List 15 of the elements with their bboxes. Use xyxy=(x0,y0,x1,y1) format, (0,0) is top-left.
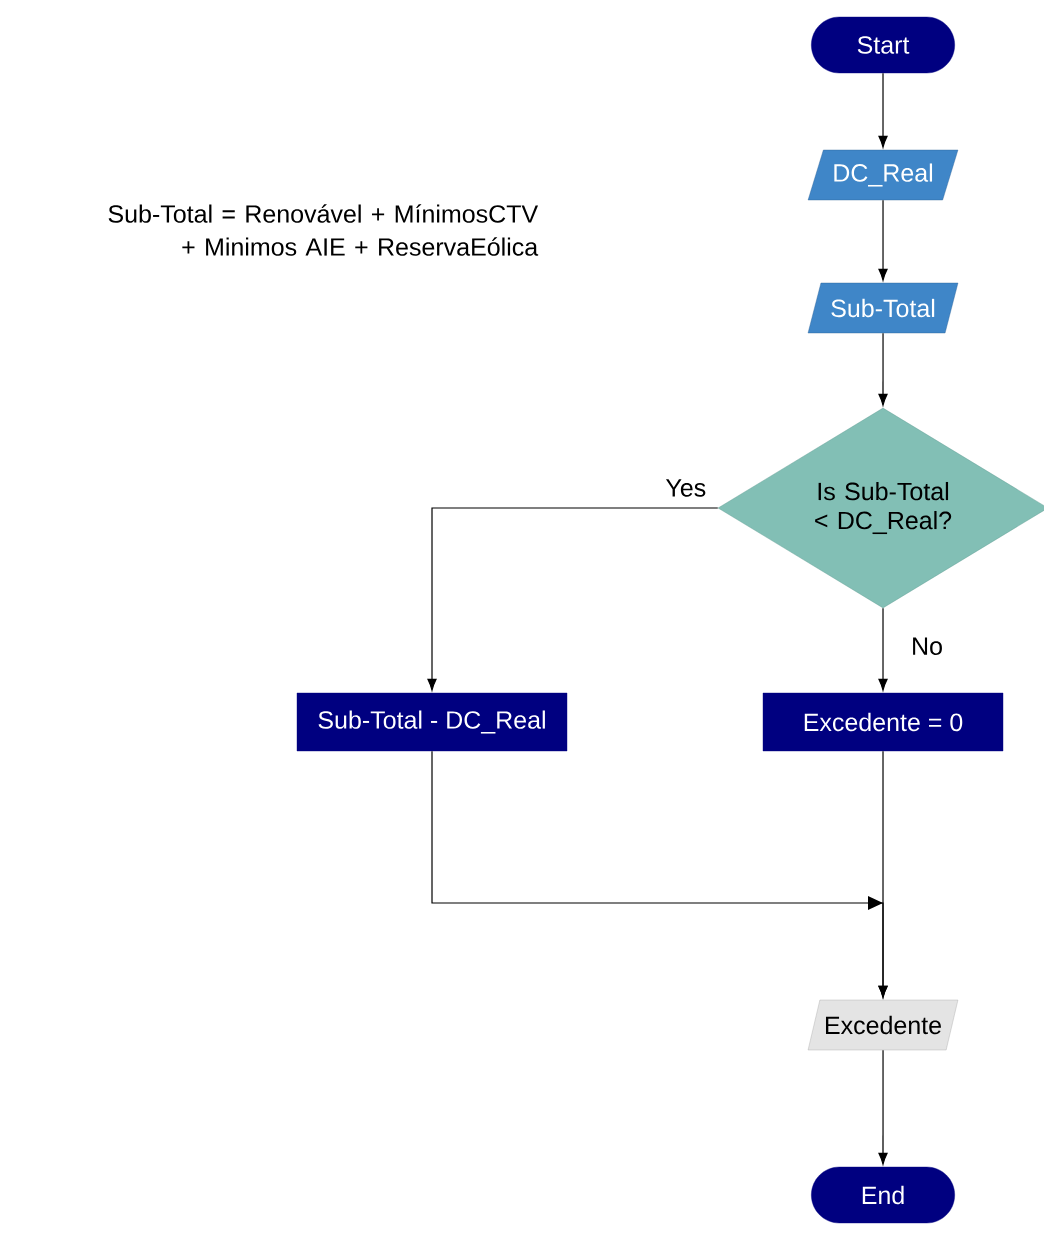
arrow xyxy=(878,332,888,406)
arrow xyxy=(878,199,888,281)
edge-label: Yes xyxy=(664,478,708,498)
input-parallelogram: DC_Real xyxy=(807,149,959,201)
arrow xyxy=(878,72,888,148)
output-parallelogram: Excedente xyxy=(807,999,959,1051)
arrow xyxy=(878,750,888,998)
process-box: Sub-Total - DC_Real xyxy=(296,692,568,752)
arrow xyxy=(427,507,719,691)
arrow xyxy=(878,607,888,691)
process-box: Excedente = 0 xyxy=(762,692,1004,752)
arrow xyxy=(878,1049,888,1165)
formula-note: Sub-Total = Renovável + MínimosCTV + Minimos AIE + ReservaEólica xyxy=(108,204,539,256)
input-parallelogram: Sub-Total xyxy=(807,282,959,334)
edge-label: No xyxy=(910,636,944,656)
